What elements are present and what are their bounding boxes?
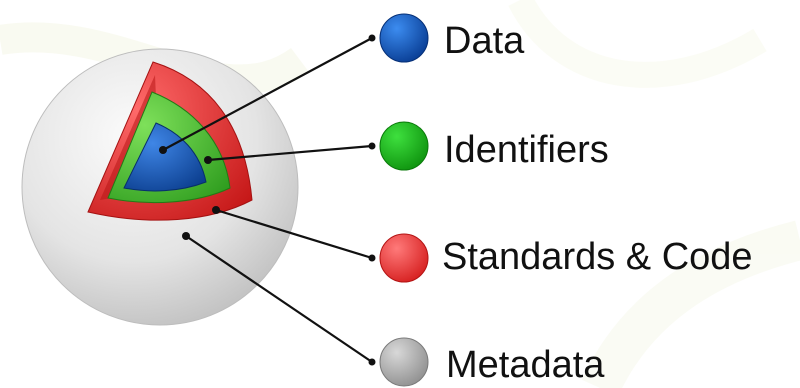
connector-lines — [162, 37, 373, 363]
connector-identifiers — [207, 144, 373, 162]
legend-dot-data — [379, 13, 429, 63]
label-data: Data — [444, 20, 525, 62]
label-standards-and-code: Standards & Code — [442, 236, 753, 278]
legend-dot-identifiers — [379, 121, 429, 171]
connector-metadata — [185, 235, 373, 363]
legend-dot-metadata — [379, 337, 429, 387]
connector-standards — [215, 208, 373, 260]
legend-dot-standards — [379, 233, 429, 283]
data-core — [123, 122, 207, 192]
label-identifiers: Identifiers — [444, 129, 609, 171]
connector-data — [162, 37, 373, 151]
label-metadata: Metadata — [446, 344, 605, 386]
connector-endpoints — [159, 34, 376, 366]
